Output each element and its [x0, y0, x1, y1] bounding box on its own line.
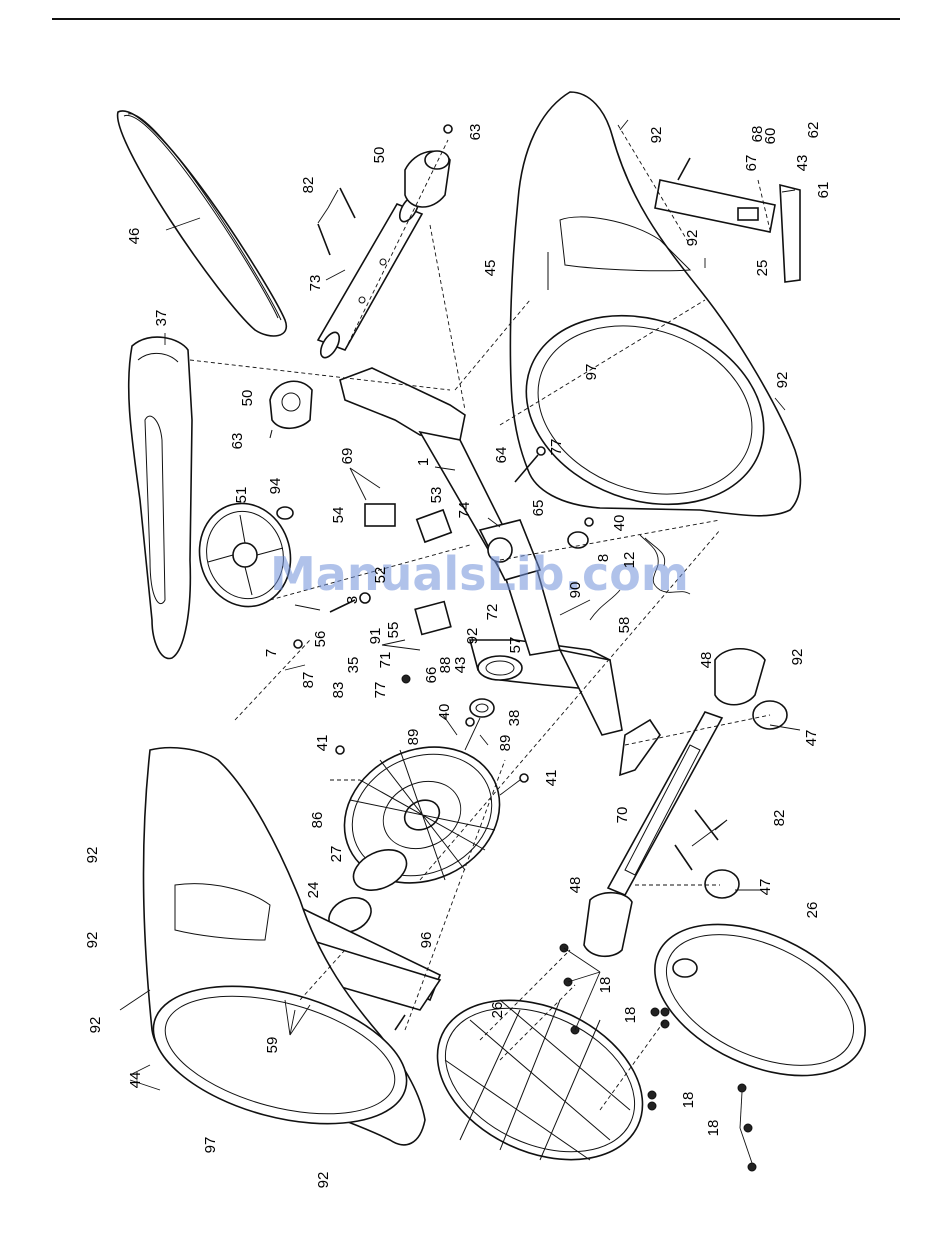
part-label-44: 44 [127, 1072, 144, 1089]
part-label-63a: 63 [467, 124, 484, 141]
part-label-47b: 47 [757, 879, 774, 896]
part-label-86: 86 [309, 812, 326, 829]
part-label-89b: 89 [497, 735, 514, 752]
part-label-1: 1 [415, 458, 432, 466]
part-label-41a: 41 [314, 735, 331, 752]
foot-cup-upper [715, 649, 765, 705]
part-label-92h: 92 [87, 1017, 104, 1034]
part-label-74: 74 [456, 502, 473, 519]
part-label-18c: 18 [680, 1092, 697, 1109]
part-label-47a: 47 [803, 730, 820, 747]
end-cap-lower [270, 381, 312, 438]
part-label-25: 25 [754, 260, 771, 277]
part-label-73: 73 [307, 275, 324, 292]
part-label-82a: 82 [300, 177, 317, 194]
magnet-bracket [365, 504, 395, 526]
part-label-43b: 43 [452, 657, 469, 674]
part-label-67: 67 [743, 155, 760, 172]
part-label-57: 57 [507, 637, 524, 654]
part-label-26b: 26 [489, 1002, 506, 1019]
part-label-51: 51 [233, 487, 250, 504]
part-label-97a: 97 [583, 364, 600, 381]
part-label-53: 53 [428, 487, 445, 504]
part-label-82b: 82 [771, 810, 788, 827]
part-label-37: 37 [153, 310, 170, 327]
part-label-40a: 40 [611, 515, 628, 532]
part-label-50b: 50 [239, 390, 256, 407]
part-label-55: 55 [385, 622, 402, 639]
part-label-41b: 41 [543, 770, 560, 787]
shroud-left-upper [129, 337, 192, 658]
part-label-70: 70 [614, 807, 631, 824]
part-label-92d: 92 [464, 628, 481, 645]
part-label-90: 90 [567, 582, 584, 599]
part-label-69: 69 [339, 448, 356, 465]
part-label-83: 83 [330, 682, 347, 699]
part-label-72: 72 [484, 604, 501, 621]
pedal-ring [631, 894, 889, 1106]
part-label-12: 12 [621, 552, 638, 569]
part-label-45: 45 [482, 260, 499, 277]
grid-pedal [412, 969, 669, 1191]
part-label-48a: 48 [698, 652, 715, 669]
end-cap-upper [405, 151, 450, 207]
crank-tube [317, 193, 422, 360]
part-label-52: 52 [372, 567, 389, 584]
part-label-27: 27 [328, 846, 345, 863]
part-label-35: 35 [345, 657, 362, 674]
part-label-18d: 18 [705, 1120, 722, 1137]
part-label-87: 87 [300, 672, 317, 689]
drive-belt [118, 111, 287, 336]
part-label-24: 24 [305, 882, 322, 899]
part-label-71: 71 [377, 652, 394, 669]
part-label-61: 61 [815, 182, 832, 199]
part-label-91: 91 [367, 628, 384, 645]
part-label-48b: 48 [567, 877, 584, 894]
part-label-18a: 18 [597, 977, 614, 994]
part-label-64: 64 [493, 447, 510, 464]
part-label-65: 65 [530, 500, 547, 517]
part-label-97b: 97 [202, 1137, 219, 1154]
foot-cup-lower [584, 893, 632, 957]
part-label-92i: 92 [315, 1172, 332, 1189]
part-label-26a: 26 [804, 902, 821, 919]
part-label-40b: 40 [436, 704, 453, 721]
part-label-60: 60 [762, 128, 779, 145]
part-label-56: 56 [312, 631, 329, 648]
part-label-50a: 50 [371, 147, 388, 164]
part-label-92a: 92 [648, 127, 665, 144]
part-label-43a: 43 [794, 155, 811, 172]
part-label-59: 59 [264, 1037, 281, 1054]
part-label-92e: 92 [789, 649, 806, 666]
part-label-92b: 92 [684, 230, 701, 247]
part-label-94: 94 [267, 478, 284, 495]
pulley-wheel [322, 722, 522, 907]
part-label-89a: 89 [405, 729, 422, 746]
part-label-58: 58 [616, 617, 633, 634]
part-label-77a: 77 [548, 439, 565, 456]
knob-lower [705, 870, 739, 898]
part-label-96: 96 [418, 932, 435, 949]
resistance-motor [417, 510, 452, 542]
part-label-92g: 92 [84, 932, 101, 949]
part-label-8: 8 [595, 554, 612, 562]
part-label-63b: 63 [229, 433, 246, 450]
part-label-62: 62 [805, 122, 822, 139]
part-label-92f: 92 [84, 847, 101, 864]
part-label-18b: 18 [622, 1007, 639, 1024]
part-label-38: 38 [506, 710, 523, 727]
part-label-7: 7 [263, 649, 280, 657]
sensor-box [415, 602, 451, 635]
part-label-46: 46 [126, 228, 143, 245]
part-label-54: 54 [330, 507, 347, 524]
part-label-92c: 92 [774, 372, 791, 389]
part-label-3: 3 [344, 596, 361, 604]
part-label-77b: 77 [372, 682, 389, 699]
